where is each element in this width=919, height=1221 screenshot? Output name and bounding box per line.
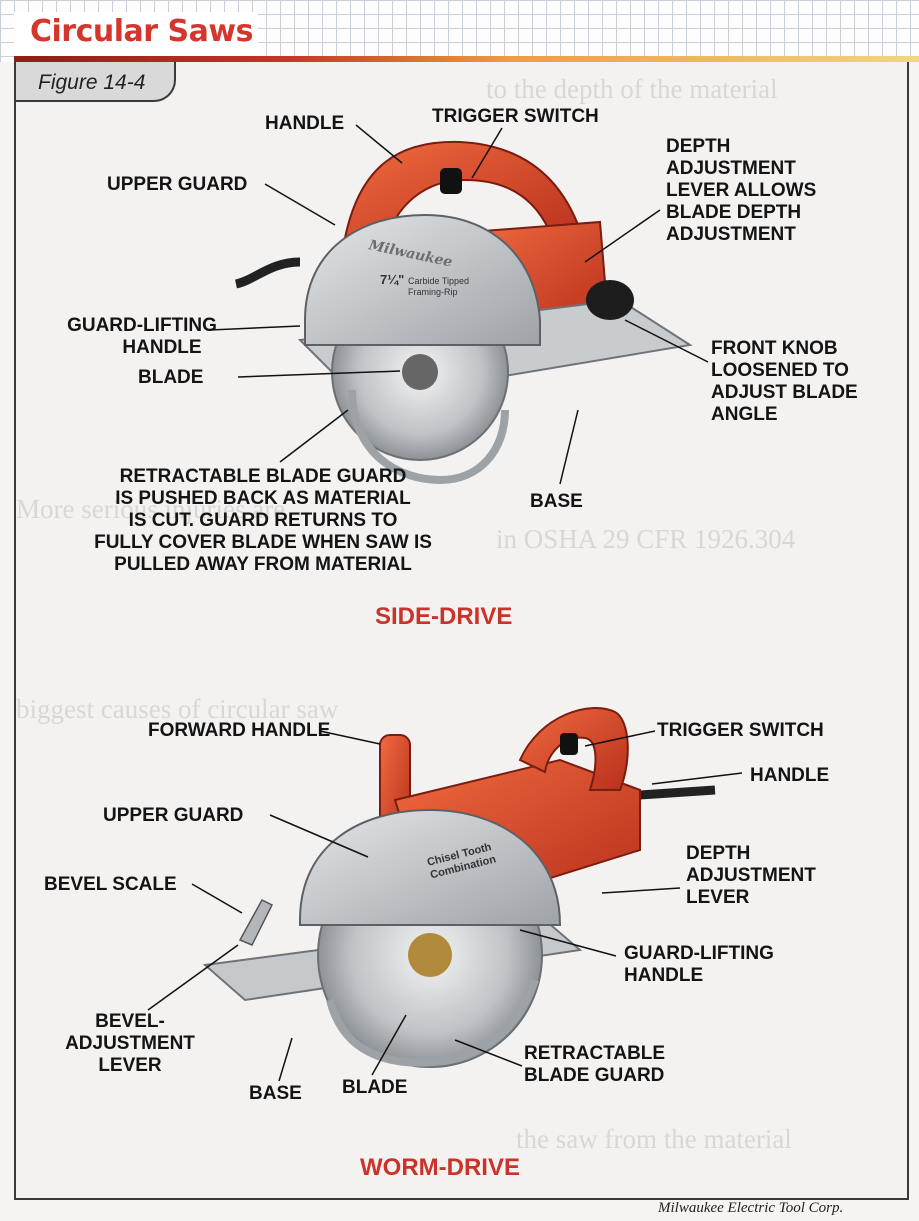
worm-retractable-guard <box>326 978 539 1067</box>
side-retractable-guard <box>348 389 509 485</box>
title-box <box>14 12 258 56</box>
worm-bevel-scale <box>238 899 274 946</box>
worm-arbor <box>408 933 452 977</box>
label-worm-blade: BLADE <box>342 1077 408 1098</box>
worm-upper-guard <box>299 808 562 926</box>
figure-tab <box>16 62 176 102</box>
background-text: the saw from the material <box>516 1124 792 1154</box>
label-side-front-knob: FRONT KNOB LOOSENED TO ADJUST BLADE ANGL… <box>711 338 858 425</box>
side-upper-guard <box>304 213 541 346</box>
label-worm-base: BASE <box>249 1083 302 1104</box>
power-cord <box>234 257 301 289</box>
label-worm-bevel-scale: BEVEL SCALE <box>44 874 177 895</box>
background-text: More serious injuries are <box>16 494 286 524</box>
worm-drive-saw <box>202 707 716 1068</box>
figure-label: Figure 14-4 <box>38 71 146 94</box>
title-underline <box>14 56 919 62</box>
photo-credit: Milwaukee Electric Tool Corp. <box>658 1200 844 1216</box>
label-worm-retractable-blade-guard: RETRACTABLE BLADE GUARD <box>524 1043 666 1086</box>
worm-trigger <box>560 733 578 755</box>
leader-lines <box>147 124 743 1082</box>
side-front-knob <box>586 280 634 320</box>
side-drive-saw <box>234 140 693 485</box>
label-worm-upper-guard: UPPER GUARD <box>103 805 244 826</box>
label-side-depth-adjustment: DEPTH ADJUSTMENT LEVER ALLOWS BLADE DEPT… <box>666 136 817 245</box>
label-side-handle: HANDLE <box>265 113 345 134</box>
label-side-base: BASE <box>530 491 583 512</box>
background-text: in OSHA 29 CFR 1926.304 <box>496 524 796 554</box>
side-blade-text-marking: Carbide Tipped Framing-Rip <box>408 276 470 297</box>
worm-drive-title: WORM-DRIVE <box>360 1154 520 1181</box>
side-blade-size-marking: 7¼" <box>380 272 405 287</box>
label-worm-forward-handle: FORWARD HANDLE <box>148 720 331 741</box>
side-drive-title: SIDE-DRIVE <box>375 603 513 630</box>
side-arbor <box>402 354 438 390</box>
label-side-retractable-guard: RETRACTABLE BLADE GUARD IS PUSHED BACK A… <box>94 466 432 575</box>
side-trigger <box>440 168 462 194</box>
background-text: to the depth of the material <box>486 74 778 104</box>
label-side-guard-lifting-handle: GUARD-LIFTING HANDLE <box>67 315 217 358</box>
label-side-blade: BLADE <box>138 367 204 388</box>
label-worm-handle: HANDLE <box>750 765 830 786</box>
label-side-trigger-switch: TRIGGER SWITCH <box>432 106 599 127</box>
label-worm-trigger-switch: TRIGGER SWITCH <box>657 720 824 741</box>
page-title: Circular Saws <box>30 14 253 49</box>
label-worm-guard-lifting-handle: GUARD-LIFTING HANDLE <box>624 943 774 986</box>
background-text: biggest causes of circular saw <box>16 694 339 724</box>
label-side-upper-guard: UPPER GUARD <box>107 174 248 195</box>
label-worm-depth-adjustment-lever: DEPTH ADJUSTMENT LEVER <box>686 843 816 908</box>
label-worm-bevel-adjustment-lever: BEVEL- ADJUSTMENT LEVER <box>65 1011 195 1076</box>
worm-cord <box>639 785 716 800</box>
